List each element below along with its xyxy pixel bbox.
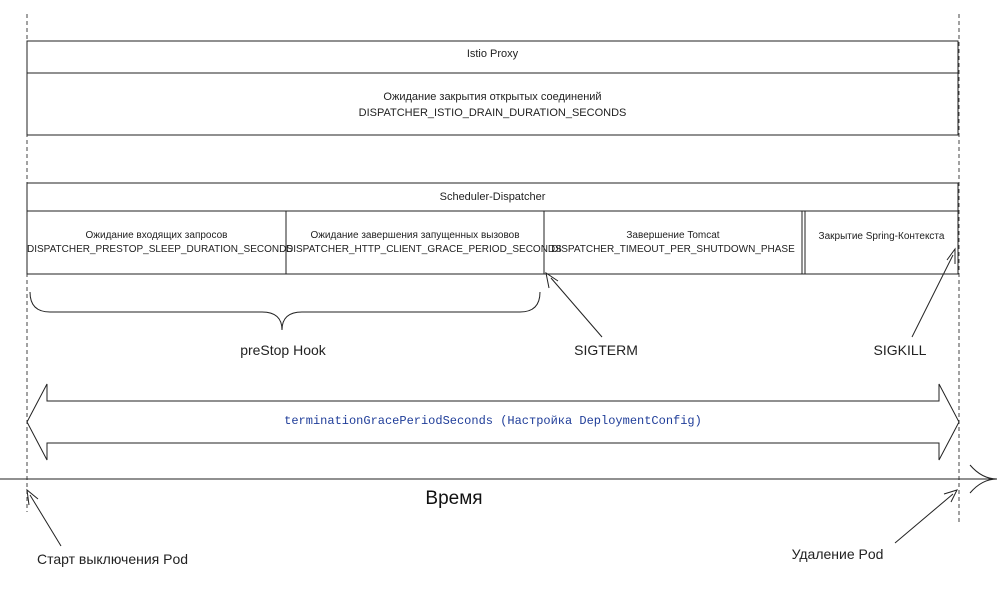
dispatcher-box [26,182,959,275]
delete-arrowhead [943,489,958,503]
delete-arrow-line [894,493,954,544]
grace-period-label: terminationGracePeriodSeconds (Настройка… [284,414,702,428]
sigterm-arrow-line [550,277,603,338]
istio-proxy-box [26,40,959,136]
phase-1-title: Ожидание входящих запросов [85,230,228,241]
time-axis-label: Время [425,488,483,509]
start-arrow-line [29,494,62,547]
start-arrowhead [26,488,39,506]
phase-3-title: Завершение Tomcat [626,230,720,241]
sigkill-label: SIGKILL [873,342,927,358]
istio-proxy-title: Istio Proxy [466,48,519,60]
phase-1-env-var: DISPATCHER_PRESTOP_SLEEP_DURATION_SECOND… [27,244,293,255]
phase-2-title: Ожидание завершения запущенных вызовов [310,230,520,241]
istio-proxy-env-var: DISPATCHER_ISTIO_DRAIN_DURATION_SECONDS [358,107,627,119]
phase-4-title: Закрытие Spring-Контекста [818,231,945,242]
prestop-hook-label: preStop Hook [240,342,326,358]
sigterm-label: SIGTERM [574,342,638,358]
sigterm-arrowhead [545,271,559,289]
phase-3-env-var: DISPATCHER_TIMEOUT_PER_SHUTDOWN_PHASE [551,244,795,255]
pod-deletion-label: Удаление Pod [791,546,884,562]
phase-2-env-var: DISPATCHER_HTTP_CLIENT_GRACE_PERIOD_SECO… [286,244,562,255]
dispatcher-title: Scheduler-Dispatcher [439,191,546,203]
grace-period-double-arrow [26,383,960,461]
istio-proxy-description: Ожидание закрытия открытых соединений [383,91,602,103]
pod-shutdown-start-label: Старт выключения Pod [36,551,189,567]
time-axis-arrowhead [969,464,998,494]
prestop-brace [29,291,541,331]
sigkill-arrow-line [911,254,954,338]
sigkill-arrowhead [946,247,956,264]
